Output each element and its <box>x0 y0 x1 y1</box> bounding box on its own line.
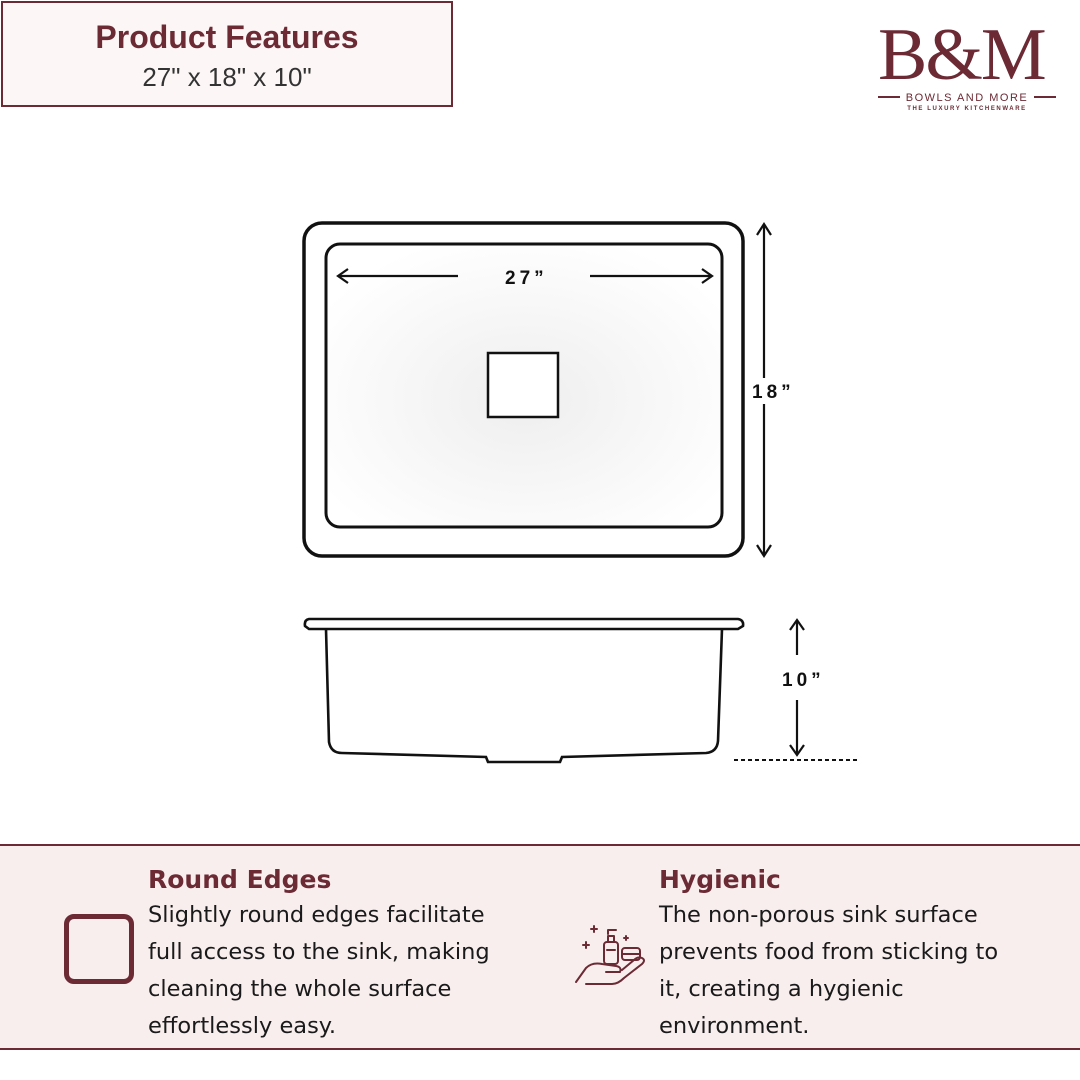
width-arrowhead-left <box>336 268 349 284</box>
rounded-square-icon <box>64 914 134 984</box>
width-arrowhead-right <box>701 268 714 284</box>
feature-line: it, creating a hygienic <box>659 976 904 1002</box>
sink-side-view: 10” <box>303 617 858 764</box>
feature-line: full access to the sink, making <box>148 939 490 965</box>
depth-arrowhead-top <box>789 618 805 631</box>
length-label: 18” <box>752 382 795 403</box>
length-arrowhead-bottom <box>756 544 772 559</box>
feature-line: prevents food from sticking to <box>659 939 999 965</box>
feature-title-hygienic: Hygienic <box>659 865 781 894</box>
logo-mark: B&M <box>878 14 1047 96</box>
logo-rule-right <box>1034 96 1056 98</box>
drain-square <box>486 351 560 419</box>
feature-line: effortlessly easy. <box>148 1013 337 1039</box>
feature-line: environment. <box>659 1013 810 1039</box>
header-title: Product Features <box>95 19 359 55</box>
depth-arrowhead-bottom <box>789 744 805 757</box>
feature-line: Slightly round edges facilitate <box>148 902 485 928</box>
feature-text-round-edges: Slightly round edges facilitate full acc… <box>148 897 490 1045</box>
logo-rule-left <box>878 96 900 98</box>
brand-logo: B&M BOWLS AND MORE THE LUXURY KITCHENWAR… <box>872 18 1062 118</box>
length-label-mask <box>748 378 792 404</box>
feature-text-hygienic: The non-porous sink surface prevents foo… <box>659 897 998 1045</box>
product-features-header: Product Features 27" x 18" x 10" <box>1 1 453 107</box>
header-dimensions: 27" x 18" x 10" <box>142 62 312 92</box>
sink-side-rim <box>303 617 745 631</box>
feature-line: cleaning the whole surface <box>148 976 452 1002</box>
feature-title-round-edges: Round Edges <box>148 865 332 894</box>
logo-name: BOWLS AND MORE <box>905 92 1029 104</box>
sink-dimension-drawing: 27” 18” 10” <box>302 221 858 764</box>
sink-top-view: 27” 18” <box>302 221 795 559</box>
features-band: Round Edges Slightly round edges facilit… <box>0 844 1080 1050</box>
feature-line: The non-porous sink surface <box>659 902 978 928</box>
logo-tagline: THE LUXURY KITCHENWARE <box>907 106 1027 112</box>
sink-side-bowl <box>324 628 724 764</box>
width-label: 27” <box>505 268 548 289</box>
length-arrowhead-top <box>756 221 772 236</box>
depth-label: 10” <box>782 670 825 691</box>
hand-soap-icon <box>575 925 645 985</box>
